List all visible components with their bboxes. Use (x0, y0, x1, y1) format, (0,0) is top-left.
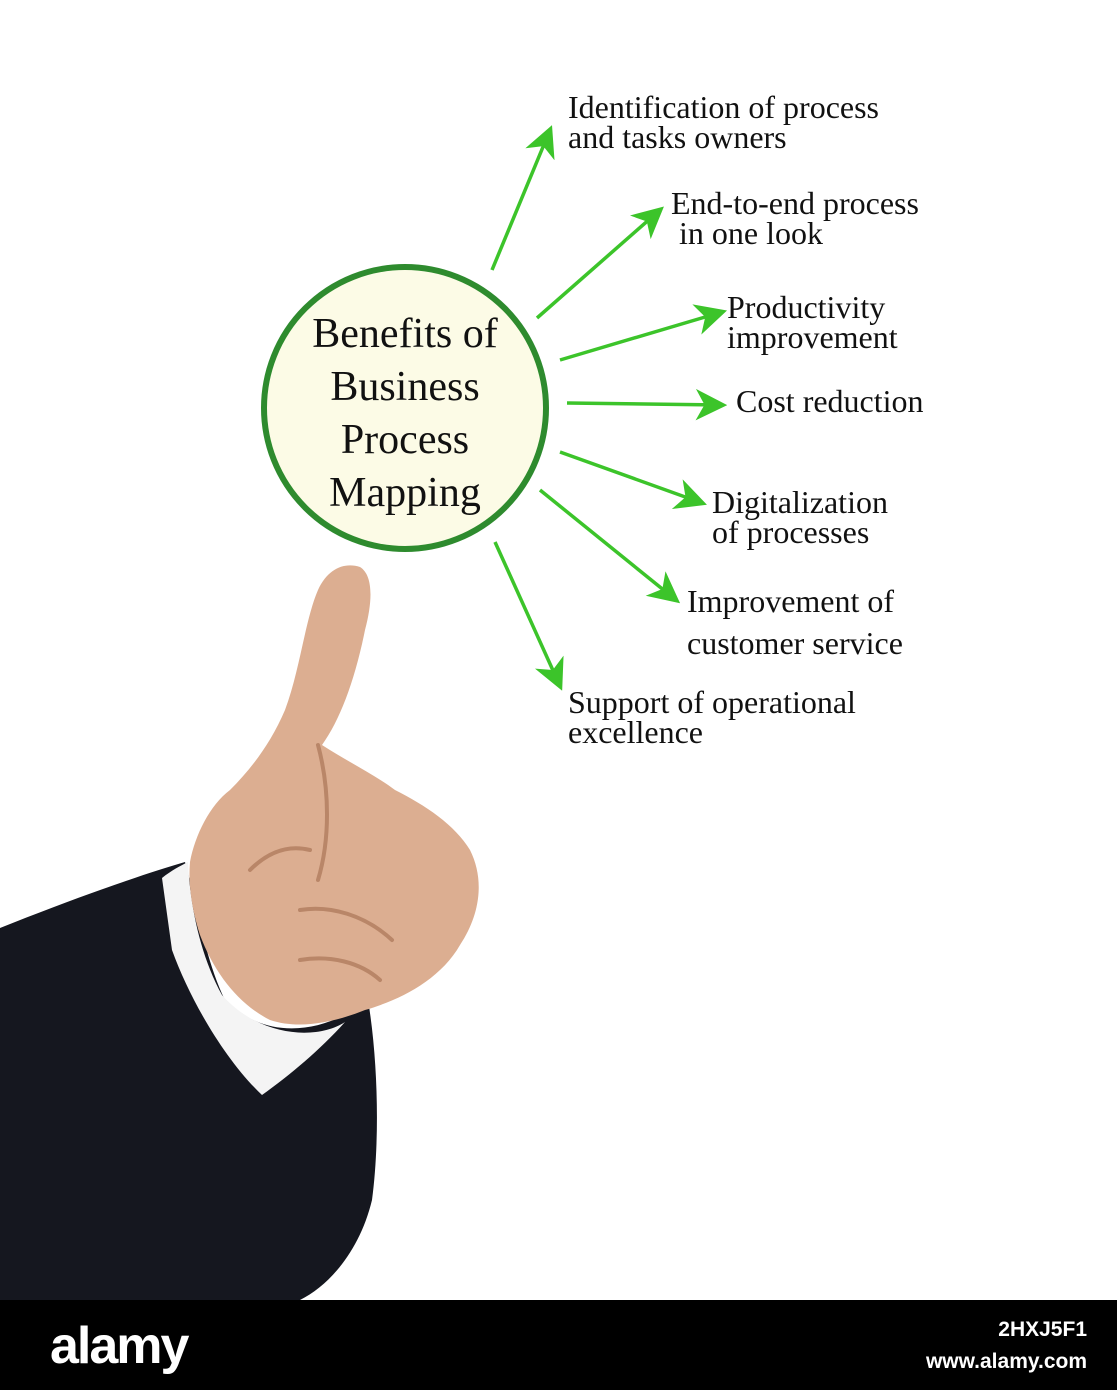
benefit-line: excellence (568, 714, 703, 750)
watermark-footer: alamy 2HXJ5F1 www.alamy.com (0, 1300, 1117, 1390)
benefit-process-owners: Identification of process and tasks owne… (568, 89, 879, 155)
image-id: 2HXJ5F1 (998, 1318, 1087, 1341)
arrow (559, 304, 728, 362)
arrow (535, 206, 664, 320)
hub-circle (261, 264, 549, 552)
suit-sleeve-icon (0, 862, 377, 1300)
benefit-line: Cost reduction (736, 383, 924, 419)
arrow (566, 388, 728, 421)
benefit-line: improvement (727, 319, 898, 355)
benefit-line: Support of operational (568, 684, 856, 720)
arrow-group (490, 125, 728, 691)
benefit-line: Digitalization (712, 484, 888, 520)
brand-logo: alamy (50, 1317, 189, 1375)
arrow (538, 488, 681, 604)
benefit-line: in one look (671, 215, 823, 251)
hand-pointing-icon (189, 565, 479, 1025)
site-url: www.alamy.com (925, 1350, 1087, 1373)
hub-title-line: Business (330, 364, 480, 410)
hub-title-line: Mapping (329, 470, 481, 516)
benefit-line: of processes (712, 514, 870, 550)
arrow (559, 450, 707, 509)
arrow (493, 541, 564, 691)
benefit-line: and tasks owners (568, 119, 787, 155)
hub-title: Benefits of Business Process Mapping (278, 308, 532, 520)
finger-shadow-icon (248, 743, 394, 982)
benefit-digitalization: Digitalization of processes (712, 484, 888, 550)
benefit-line: Productivity (727, 289, 886, 325)
arrow (490, 125, 555, 271)
benefit-operational-excellence: Support of operational excellence (568, 684, 856, 750)
benefit-line: Improvement of (687, 583, 895, 619)
benefit-productivity: Productivity improvement (727, 289, 898, 355)
benefit-line: Identification of process (568, 89, 879, 125)
benefit-cost-reduction: Cost reduction (736, 383, 924, 419)
benefit-customer-service: Improvement of customer service (687, 580, 903, 664)
hub-title-line: Process (340, 417, 470, 463)
shirt-cuff-icon (162, 862, 345, 1095)
hub-title-line: Benefits of (312, 311, 498, 357)
benefit-end-to-end: End-to-end process in one look (671, 185, 919, 251)
benefit-line: End-to-end process (671, 185, 919, 221)
benefit-line: customer service (687, 625, 903, 661)
